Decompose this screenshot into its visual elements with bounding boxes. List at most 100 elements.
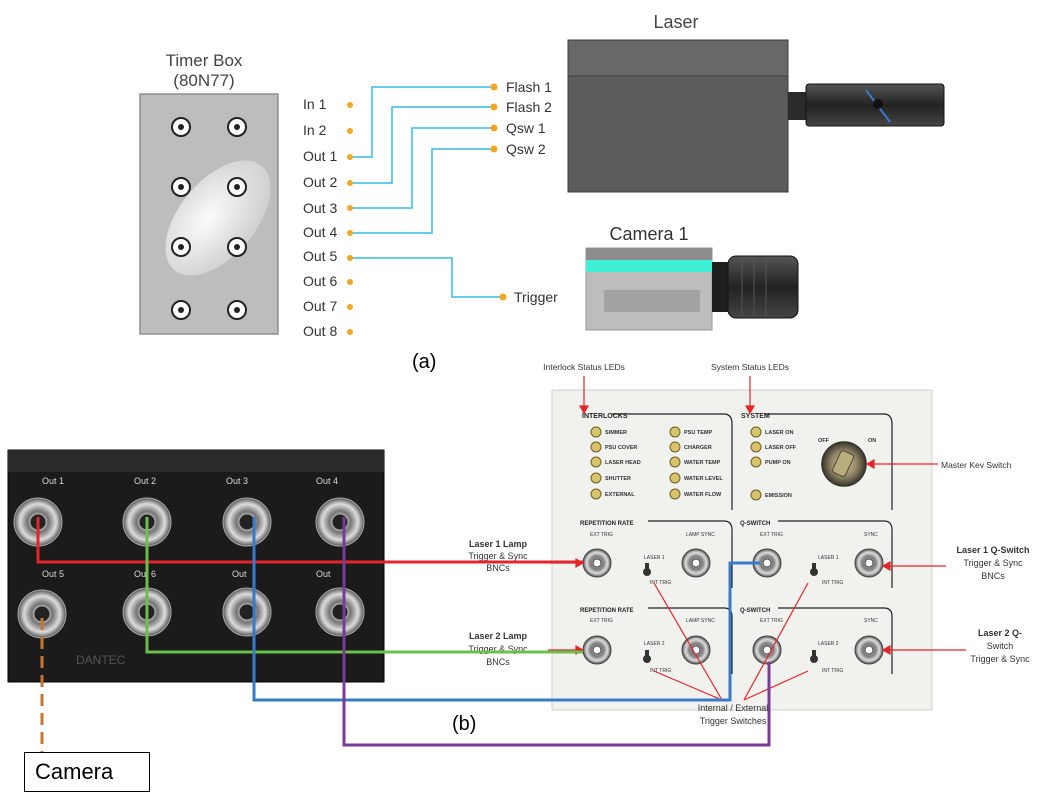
callout-laser2-lamp: Trigger & Sync xyxy=(468,644,528,654)
laser-label: Laser xyxy=(653,12,698,32)
port-label: Out 2 xyxy=(303,174,337,190)
sync-label: SYNC xyxy=(864,532,878,538)
system-heading: SYSTEM xyxy=(741,413,770,420)
interlocks-heading: INTERLOCKS xyxy=(582,413,628,420)
interlock-label: PSU TEMP xyxy=(684,430,712,436)
lamp-sync-label: LAMP SYNC xyxy=(686,618,715,624)
breakout-bnc-connectors[interactable] xyxy=(13,497,365,639)
callout-arrows xyxy=(548,376,966,701)
callout-trigger-switches: Internal / External xyxy=(698,703,769,713)
lamp-sync-label: LAMP SYNC xyxy=(686,532,715,538)
system-label: LASER OFF xyxy=(765,445,797,451)
int-trig-label: INT TRIG xyxy=(822,668,843,674)
system-label: EMISSION xyxy=(765,493,792,499)
caption-b: (b) xyxy=(452,713,476,735)
callout-laser2-qsw: Switch xyxy=(987,641,1014,651)
cables xyxy=(36,517,771,752)
callout-laser2-lamp: BNCs xyxy=(486,657,510,667)
port-dots xyxy=(347,83,507,335)
trigger-toggle-switches[interactable] xyxy=(643,563,818,663)
callout-laser2-lamp: Laser 2 Lamp xyxy=(469,631,528,641)
bnc-label: Out 3 xyxy=(226,476,248,486)
callout-laser1-lamp: Laser 1 Lamp xyxy=(469,539,528,549)
key-off-label: OFF xyxy=(818,438,830,444)
sync-label: SYNC xyxy=(864,618,878,624)
interlock-label: WATER LEVEL xyxy=(684,476,723,482)
callout-laser1-lamp: BNCs xyxy=(486,563,510,573)
timer-wires xyxy=(350,86,500,298)
caption-a: (a) xyxy=(412,351,436,373)
callout-interlock-leds: Interlock Status LEDs xyxy=(543,362,625,372)
rep-rate-heading: REPETITION RATE xyxy=(580,521,634,527)
bnc-label: Out 4 xyxy=(316,476,338,486)
interlock-label: WATER FLOW xyxy=(684,492,722,498)
port-label: Out 1 xyxy=(303,148,337,164)
bnc-label: Out xyxy=(232,569,247,579)
ext-trig-label: EXT TRIG xyxy=(760,618,783,624)
laser1-label: LASER 1 xyxy=(644,555,665,561)
interlock-label: PSU COVER xyxy=(605,445,637,451)
camera1-label: Camera 1 xyxy=(609,224,688,244)
ext-trig-label: EXT TRIG xyxy=(760,532,783,538)
callout-laser2-qsw: Laser 2 Q- xyxy=(978,628,1022,638)
q-switch-heading: Q-SWITCH xyxy=(740,521,770,527)
laser-input-label: Qsw 1 xyxy=(506,120,546,136)
system-label: LASER ON xyxy=(765,430,793,436)
bnc-label: Out 2 xyxy=(134,476,156,486)
port-label: Out 6 xyxy=(303,273,337,289)
port-label: In 2 xyxy=(303,122,327,138)
blue-cable xyxy=(252,517,760,702)
port-label: Out 3 xyxy=(303,200,337,216)
callout-laser1-lamp: Trigger & Sync xyxy=(468,551,528,561)
port-label: Out 8 xyxy=(303,323,337,339)
system-label: PUMP ON xyxy=(765,460,791,466)
callout-master-key: Master Kev Switch xyxy=(941,460,1012,470)
camera-box: Camera xyxy=(24,752,150,792)
interlock-label: CHARGER xyxy=(684,445,712,451)
interlock-label: SIMMER xyxy=(605,430,627,436)
port-label: In 1 xyxy=(303,96,327,112)
timer-box-title: Timer Box xyxy=(166,51,243,70)
red-cable xyxy=(36,517,583,564)
ext-trig-label: EXT TRIG xyxy=(590,532,613,538)
laser-input-label: Flash 1 xyxy=(506,79,552,95)
panel-bnc-connectors[interactable] xyxy=(582,548,884,665)
port-label: Out 7 xyxy=(303,298,337,314)
bnc-label: Out xyxy=(316,569,331,579)
port-label: Out 4 xyxy=(303,224,337,240)
int-trig-label: INT TRIG xyxy=(650,668,671,674)
callout-laser2-qsw: Trigger & Sync xyxy=(970,654,1030,664)
green-cable xyxy=(145,517,583,654)
bnc-breakout-box xyxy=(7,449,385,683)
laser-input-label: Flash 2 xyxy=(506,99,552,115)
int-trig-label: INT TRIG xyxy=(650,580,671,586)
rep-rate-heading: REPETITION RATE xyxy=(580,608,634,614)
camera1-lens xyxy=(727,255,799,319)
purple-cable xyxy=(342,517,771,747)
key-on-label: ON xyxy=(868,438,876,444)
laser2-label: LASER 2 xyxy=(818,641,839,647)
callout-laser1-qsw: BNCs xyxy=(981,571,1005,581)
q-switch-heading: Q-SWITCH xyxy=(740,608,770,614)
bnc-label: Out 1 xyxy=(42,476,64,486)
callout-laser1-qsw: Trigger & Sync xyxy=(963,558,1023,568)
timer-box-model: (80N77) xyxy=(173,71,234,90)
ext-trig-label: EXT TRIG xyxy=(590,618,613,624)
interlock-label: EXTERNAL xyxy=(605,492,635,498)
callout-trigger-switches: Trigger Switches xyxy=(700,716,767,726)
interlock-label: WATER TEMP xyxy=(684,460,721,466)
port-label: Out 5 xyxy=(303,248,337,264)
callout-laser1-qsw: Laser 1 Q-Switch xyxy=(956,545,1029,555)
interlock-label: SHUTTER xyxy=(605,476,631,482)
laser-input-label: Qsw 2 xyxy=(506,141,546,157)
interlock-leds xyxy=(590,426,762,501)
camera1-stripe xyxy=(586,260,712,272)
camera-trigger-label: Trigger xyxy=(514,289,558,305)
int-trig-label: INT TRIG xyxy=(822,580,843,586)
callout-system-leds: System Status LEDs xyxy=(711,362,789,372)
interlock-label: LASER HEAD xyxy=(605,460,641,466)
laser1-label: LASER 1 xyxy=(818,555,839,561)
laser2-label: LASER 2 xyxy=(644,641,665,647)
bnc-label: Out 5 xyxy=(42,569,64,579)
